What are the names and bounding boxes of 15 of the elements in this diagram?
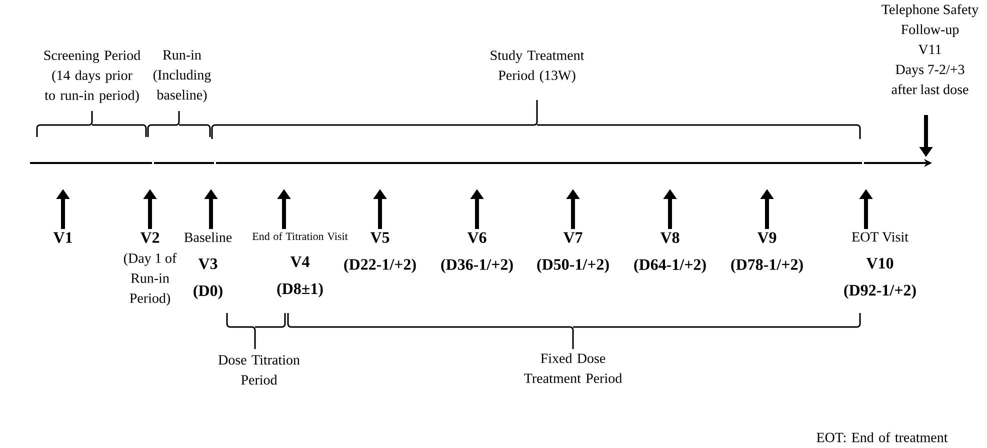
- period-label: Study Treatment Period (13W): [490, 50, 584, 83]
- period-label: Run-in (Including baseline): [153, 50, 211, 102]
- visit-label: V2 (Day 1 of Run-in Period): [124, 232, 177, 306]
- visit-label: V6 (D36-1/+2): [441, 232, 513, 274]
- visit-label: V7 (D50-1/+2): [537, 232, 609, 274]
- period-label: Dose Titration Period: [218, 355, 300, 385]
- visit-label: V9 (D78-1/+2): [731, 232, 803, 274]
- visit-label: EOT Visit V10 (D92-1/+2): [844, 232, 916, 299]
- visit-label: V8 (D64-1/+2): [634, 232, 706, 274]
- visit-label: Baseline V3 (D0): [184, 232, 232, 300]
- period-label: Screening Period (14 days prior to run-in period): [44, 50, 140, 103]
- footnote: EOT: End of treatment: [816, 432, 948, 442]
- visit-label: V1: [53, 232, 72, 243]
- period-label: Fixed Dose Treatment Period: [524, 353, 622, 384]
- visit-label: Telephone Safety Follow-up V11 Days 7-2/+3 after last dose: [882, 4, 979, 94]
